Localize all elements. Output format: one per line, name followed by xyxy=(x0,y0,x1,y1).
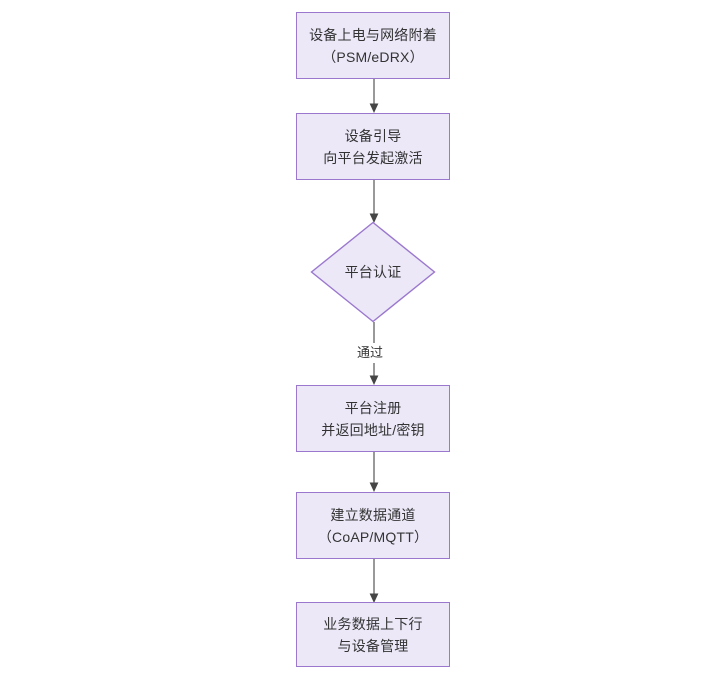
node-platform-register-line-1: 平台注册 xyxy=(344,399,402,416)
node-power-on-line-2: （PSM/eDRX） xyxy=(322,48,424,65)
node-data-channel-line-2: （CoAP/MQTT） xyxy=(317,528,429,545)
node-bootstrap-line-2: 向平台发起激活 xyxy=(323,149,423,166)
node-data-channel-line-1: 建立数据通道 xyxy=(330,506,416,523)
node-power-on-line-1: 设备上电与网络附着 xyxy=(309,26,437,43)
connector-bootstrap-to-platform-auth xyxy=(369,180,379,223)
node-platform-register-line-2: 并返回地址/密钥 xyxy=(321,421,425,438)
connector-data-channel-to-service-data xyxy=(369,558,379,603)
node-service-data[interactable]: 业务数据上下行 与设备管理 xyxy=(296,602,450,667)
connector-power-on-to-bootstrap xyxy=(369,78,379,113)
node-power-on[interactable]: 设备上电与网络附着 （PSM/eDRX） xyxy=(296,12,450,79)
edge-label-pass: 通过 xyxy=(354,343,387,363)
decision-diamond-shape xyxy=(310,221,436,323)
node-bootstrap[interactable]: 设备引导 向平台发起激活 xyxy=(296,113,450,180)
node-data-channel[interactable]: 建立数据通道 （CoAP/MQTT） xyxy=(296,492,450,559)
node-platform-auth[interactable]: 平台认证 xyxy=(310,221,436,323)
node-service-data-line-1: 业务数据上下行 xyxy=(323,615,423,632)
node-platform-register[interactable]: 平台注册 并返回地址/密钥 xyxy=(296,385,450,452)
node-platform-auth-label: 平台认证 xyxy=(344,264,402,280)
connector-platform-register-to-data-channel xyxy=(369,451,379,492)
node-service-data-line-2: 与设备管理 xyxy=(337,637,409,654)
node-bootstrap-line-1: 设备引导 xyxy=(344,127,402,144)
